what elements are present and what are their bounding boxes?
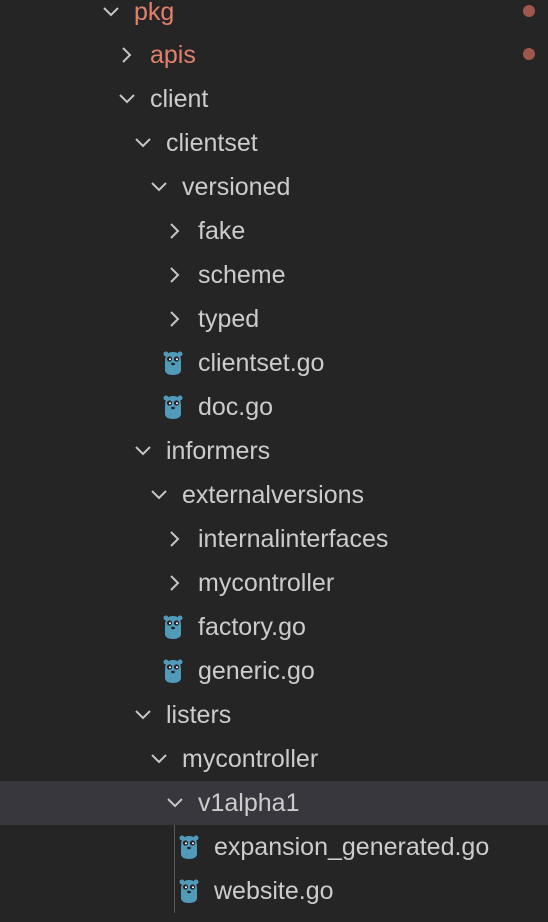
go-gopher-icon [163, 350, 183, 376]
chevron-right-icon[interactable] [166, 574, 184, 592]
chevron-down-icon[interactable] [150, 178, 168, 196]
chevron-right-icon[interactable] [166, 222, 184, 240]
chevron-down-icon[interactable] [150, 486, 168, 504]
folder-label: versioned [182, 173, 291, 201]
chevron-down-icon[interactable] [118, 90, 136, 108]
chevron-down-icon[interactable] [102, 3, 120, 21]
folder-label: scheme [198, 261, 286, 289]
go-gopher-icon [163, 614, 183, 640]
chevron-right-icon[interactable] [166, 266, 184, 284]
tree-item-doc-go[interactable]: doc.go [0, 385, 548, 429]
folder-label: v1alpha1 [198, 789, 300, 817]
chevron-down-icon[interactable] [134, 442, 152, 460]
file-label: expansion_generated.go [214, 833, 490, 861]
tree-item-fake[interactable]: fake [0, 209, 548, 253]
chevron-right-icon[interactable] [166, 310, 184, 328]
folder-label: mycontroller [182, 745, 319, 773]
folder-label: client [150, 85, 209, 113]
folder-label: clientset [166, 129, 258, 157]
tree-item-clientset-go[interactable]: clientset.go [0, 341, 548, 385]
tree-item-factory-go[interactable]: factory.go [0, 605, 548, 649]
file-label: doc.go [198, 393, 274, 421]
tree-item-internalinterfaces[interactable]: internalinterfaces [0, 517, 548, 561]
modified-dot-icon [523, 5, 535, 17]
file-label: generic.go [198, 657, 315, 685]
tree-item-scheme[interactable]: scheme [0, 253, 548, 297]
chevron-down-icon[interactable] [166, 794, 184, 812]
modified-dot-icon [523, 48, 535, 60]
tree-item-client[interactable]: client [0, 77, 548, 121]
folder-label: pkg [134, 0, 175, 26]
tree-item-expansion-generated-go[interactable]: expansion_generated.go [0, 825, 548, 869]
tree-item-externalversions[interactable]: externalversions [0, 473, 548, 517]
tree-item-listers[interactable]: listers [0, 693, 548, 737]
chevron-down-icon[interactable] [134, 706, 152, 724]
tree-item-mycontroller-informers[interactable]: mycontroller [0, 561, 548, 605]
folder-label: fake [198, 217, 246, 245]
folder-label: mycontroller [198, 569, 335, 597]
tree-item-mycontroller-listers[interactable]: mycontroller [0, 737, 548, 781]
chevron-down-icon[interactable] [150, 750, 168, 768]
chevron-down-icon[interactable] [134, 134, 152, 152]
tree-item-pkg[interactable]: pkg [0, 0, 548, 34]
tree-item-apis[interactable]: apis [0, 33, 548, 77]
folder-label: internalinterfaces [198, 525, 389, 553]
go-gopher-icon [163, 658, 183, 684]
go-gopher-icon [179, 878, 199, 904]
tree-item-generic-go[interactable]: generic.go [0, 649, 548, 693]
folder-label: typed [198, 305, 260, 333]
folder-label: listers [166, 701, 232, 729]
chevron-right-icon[interactable] [118, 46, 136, 64]
tree-item-versioned[interactable]: versioned [0, 165, 548, 209]
indent-guide [174, 825, 175, 913]
folder-label: informers [166, 437, 271, 465]
tree-item-v1alpha1[interactable]: v1alpha1 [0, 781, 548, 825]
folder-label: apis [150, 41, 196, 69]
tree-item-clientset[interactable]: clientset [0, 121, 548, 165]
chevron-right-icon[interactable] [166, 530, 184, 548]
go-gopher-icon [179, 834, 199, 860]
tree-item-website-go[interactable]: website.go [0, 869, 548, 913]
tree-item-informers[interactable]: informers [0, 429, 548, 473]
file-label: clientset.go [198, 349, 325, 377]
file-label: website.go [214, 877, 334, 905]
file-label: factory.go [198, 613, 306, 641]
go-gopher-icon [163, 394, 183, 420]
folder-label: externalversions [182, 481, 365, 509]
tree-item-typed[interactable]: typed [0, 297, 548, 341]
